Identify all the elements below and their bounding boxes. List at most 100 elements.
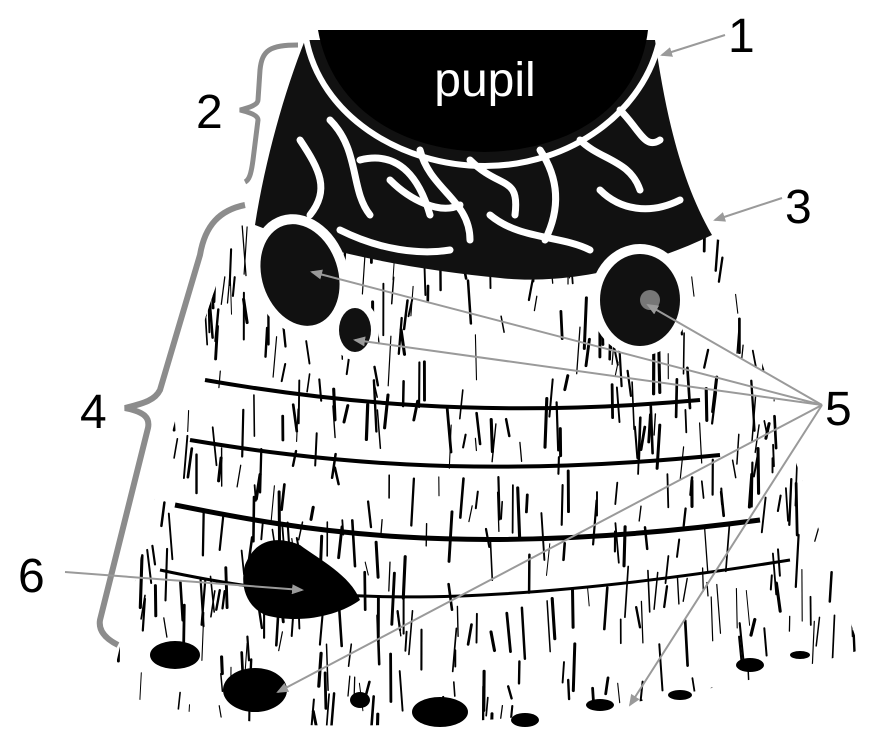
stroma-fiber [812, 466, 814, 502]
stroma-fiber [152, 456, 154, 500]
stroma-fiber [526, 495, 527, 512]
stroma-fiber [813, 278, 815, 302]
stroma-fiber [492, 719, 494, 735]
label-4: 4 [80, 386, 107, 439]
stroma-fiber [254, 395, 255, 436]
stroma-fiber [766, 287, 769, 299]
label-3: 3 [785, 181, 812, 234]
stroma-fiber [377, 714, 378, 735]
stroma-fiber [214, 285, 215, 302]
stroma-fiber [685, 410, 686, 433]
stroma-fiber [573, 589, 574, 627]
stroma-fiber [132, 341, 133, 371]
stroma-fiber [564, 543, 565, 560]
stroma-fiber [365, 572, 366, 609]
stroma-fiber [649, 415, 651, 442]
stroma-fiber [176, 359, 177, 388]
stroma-fiber [561, 311, 562, 338]
stroma-fiber [706, 389, 707, 421]
stroma-fiber [849, 219, 851, 269]
stroma-fiber [133, 534, 134, 581]
stroma-fiber [325, 673, 326, 709]
stroma-fiber [173, 418, 174, 431]
stroma-fiber [117, 589, 120, 620]
stroma-fiber [584, 298, 586, 349]
stroma-fiber [188, 208, 190, 227]
arrow-3 [715, 198, 782, 220]
stroma-fiber [756, 705, 758, 723]
stroma-fiber [797, 261, 798, 301]
stroma-fiber [857, 207, 859, 220]
pupil-label: pupil [434, 54, 535, 107]
stroma-fiber [545, 399, 547, 448]
stroma-fiber [140, 556, 142, 608]
stroma-fiber [131, 216, 133, 265]
stroma-fiber [711, 699, 712, 735]
stroma-fiber [174, 264, 176, 307]
stroma-fiber [366, 405, 367, 440]
stroma-fiber [854, 631, 855, 660]
stroma-fiber [454, 682, 455, 696]
arrow-1 [662, 35, 725, 55]
stroma-fiber [405, 632, 406, 651]
stroma-fiber [854, 422, 855, 472]
stroma-fiber [640, 700, 641, 735]
stroma-fiber [171, 236, 173, 256]
stroma-fiber [148, 461, 151, 477]
stroma-fiber [311, 507, 313, 519]
stroma-fiber [771, 575, 772, 589]
stroma-fiber [639, 418, 641, 462]
stroma-fiber [814, 247, 817, 273]
stroma-fiber [832, 255, 835, 286]
stroma-fiber [115, 387, 116, 422]
stroma-fiber [141, 265, 143, 304]
label-1: 1 [728, 10, 755, 63]
stroma-fiber [501, 502, 502, 519]
stroma-fiber [798, 699, 800, 736]
stroma-fiber [842, 524, 844, 546]
stroma-fiber [172, 231, 176, 278]
stroma-fiber [612, 385, 613, 418]
stroma-fiber [124, 717, 127, 730]
stroma-fiber [756, 690, 758, 711]
stroma-fiber [651, 406, 653, 453]
stroma-fiber [111, 364, 114, 389]
label-6: 6 [18, 550, 45, 603]
stroma-fiber [773, 289, 776, 337]
label-2: 2 [196, 86, 223, 139]
stroma-fiber [260, 449, 261, 492]
stroma-fiber [209, 304, 210, 332]
stroma-fiber [354, 677, 355, 694]
stroma-fiber [203, 511, 204, 556]
stroma-fiber [126, 409, 129, 442]
stroma-fiber [712, 689, 715, 711]
stroma-fiber [564, 719, 567, 735]
stroma-fiber [376, 542, 378, 577]
stroma-fiber [853, 543, 854, 561]
stroma-fiber [157, 714, 159, 726]
stroma-fiber [790, 272, 792, 303]
stroma-fiber [833, 330, 837, 379]
stroma-fiber [518, 488, 520, 537]
stroma-fiber [125, 287, 128, 315]
stroma-fiber [841, 489, 844, 511]
stroma-fiber [851, 568, 852, 608]
stroma-fiber [822, 358, 823, 405]
stroma-fiber [676, 712, 678, 735]
stroma-fiber [853, 437, 854, 484]
blood-vessel-small [331, 300, 379, 360]
stroma-fiber [178, 225, 179, 254]
stroma-fiber [491, 420, 492, 452]
stroma-fiber [292, 619, 293, 636]
stroma-fiber [684, 333, 685, 374]
stroma-fiber [115, 594, 116, 644]
stroma-fiber [266, 328, 268, 357]
stroma-fiber [171, 394, 175, 429]
stroma-fiber [562, 485, 563, 525]
stroma-fiber [721, 489, 722, 505]
stroma-fiber [136, 300, 140, 345]
stroma-fiber [802, 469, 804, 482]
stroma-fiber [775, 416, 777, 448]
stroma-fiber [836, 682, 838, 728]
